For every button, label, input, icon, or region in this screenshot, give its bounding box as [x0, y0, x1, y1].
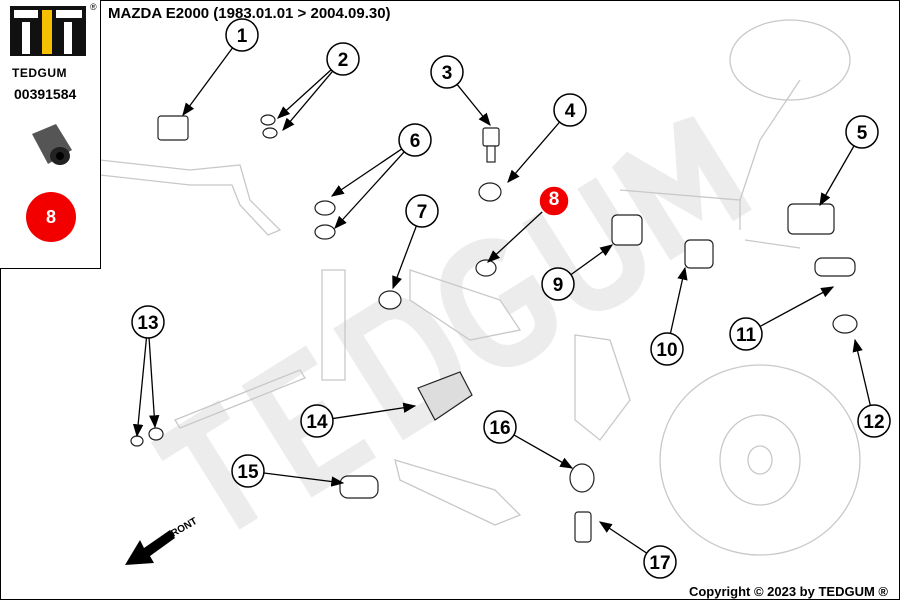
- leader-arrow-8: [487, 211, 543, 263]
- callout-number: 11: [736, 325, 757, 346]
- tedgum-logo: [10, 6, 86, 56]
- product-sidebar: TEDGUM ® 00391584 8: [0, 0, 101, 269]
- callout-circle: [857, 404, 891, 438]
- callout-circle: [483, 410, 517, 444]
- callout-number: 3: [442, 63, 453, 84]
- callout-circle: [231, 454, 265, 488]
- callout-number: 4: [565, 101, 576, 122]
- leader-arrow-6: [334, 151, 405, 229]
- callout-circle: [405, 194, 439, 228]
- highlight-badge: 8: [26, 192, 76, 242]
- callout-15[interactable]: 15: [231, 454, 265, 488]
- front-label: FRONT: [164, 516, 199, 543]
- leader-arrow-2: [282, 70, 334, 131]
- vehicle-title: MAZDA E2000 (1983.01.01 > 2004.09.30): [108, 5, 391, 22]
- callout-number: 2: [338, 50, 349, 71]
- leader-arrow-5: [819, 145, 855, 207]
- callout-12[interactable]: 12: [857, 404, 891, 438]
- callout-10[interactable]: 10: [650, 332, 684, 366]
- watermark-letter: [612, 116, 752, 261]
- leader-arrow-2: [277, 69, 332, 119]
- front-indicator: FRONT: [125, 516, 199, 565]
- leader-arrow-1: [182, 47, 234, 117]
- callout-number: 15: [237, 462, 259, 483]
- callout-6[interactable]: 6: [398, 123, 432, 157]
- callout-number: 12: [863, 412, 884, 433]
- callout-7[interactable]: 7: [405, 194, 439, 228]
- parts: [130, 114, 858, 543]
- callout-number: 7: [417, 202, 428, 223]
- callout-circle: [845, 115, 879, 149]
- registered-mark: ®: [90, 2, 97, 12]
- callout-circle: [729, 317, 763, 351]
- part-number: 00391584: [14, 86, 77, 102]
- callout-2[interactable]: 2: [326, 42, 360, 76]
- callout-14[interactable]: 14: [300, 404, 334, 438]
- callout-3[interactable]: 3: [430, 55, 464, 89]
- leader-arrow-13: [148, 337, 160, 429]
- leader-arrow-14: [332, 402, 417, 420]
- bushing-product-image: [32, 124, 72, 165]
- callout-16[interactable]: 16: [483, 410, 517, 444]
- callout-number: 9: [553, 275, 564, 296]
- suspension-drawing: [99, 19, 861, 556]
- callout-circle: [225, 18, 259, 52]
- leader-arrow-13: [132, 337, 148, 438]
- watermark-letter: [522, 177, 645, 311]
- callout-circle: [430, 55, 464, 89]
- callout-number: 6: [410, 131, 421, 152]
- leader-arrow-10: [669, 266, 688, 334]
- callout-number: 16: [489, 418, 510, 439]
- callout-number: 17: [649, 553, 670, 574]
- callout-number: 10: [656, 340, 677, 361]
- callout-circle: [650, 332, 684, 366]
- watermark-letter: [150, 399, 259, 530]
- callout-1[interactable]: 1: [225, 18, 259, 52]
- callout-13[interactable]: 13: [131, 305, 165, 339]
- leader-arrow-12: [852, 338, 871, 406]
- leader-arrow-11: [759, 286, 835, 327]
- leader-arrow-7: [392, 225, 417, 290]
- callout-circle: [131, 305, 165, 339]
- callout-circle: [326, 42, 360, 76]
- leader-arrow-6: [330, 148, 403, 197]
- watermark-letter: [440, 238, 557, 368]
- callout-8[interactable]: 8: [538, 185, 570, 217]
- leader-arrow-16: [513, 434, 574, 469]
- callout-number: 8: [549, 189, 560, 210]
- callout-circle: [643, 545, 677, 579]
- callout-circle: [553, 93, 587, 127]
- callout-number: 5: [857, 123, 868, 144]
- callout-9[interactable]: 9: [541, 267, 575, 301]
- leader-arrow-17: [598, 521, 648, 554]
- copyright: Copyright © 2023 by TEDGUM ®: [688, 584, 888, 599]
- leader-arrow-15: [263, 472, 345, 487]
- callout-circle: [300, 404, 334, 438]
- callout-circle: [541, 267, 575, 301]
- callout-5[interactable]: 5: [845, 115, 879, 149]
- callout-11[interactable]: 11: [729, 317, 763, 351]
- leader-arrow-4: [507, 121, 561, 183]
- brand-name: TEDGUM: [12, 66, 67, 80]
- callout-circle: [538, 185, 570, 217]
- callout-4[interactable]: 4: [553, 93, 587, 127]
- callout-number: 14: [306, 412, 328, 433]
- callout-number: 1: [237, 26, 248, 47]
- leader-arrow-9: [570, 244, 614, 276]
- callout-circle: [398, 123, 432, 157]
- callout-number: 13: [137, 313, 158, 334]
- callout-17[interactable]: 17: [643, 545, 677, 579]
- leader-arrow-3: [456, 84, 491, 127]
